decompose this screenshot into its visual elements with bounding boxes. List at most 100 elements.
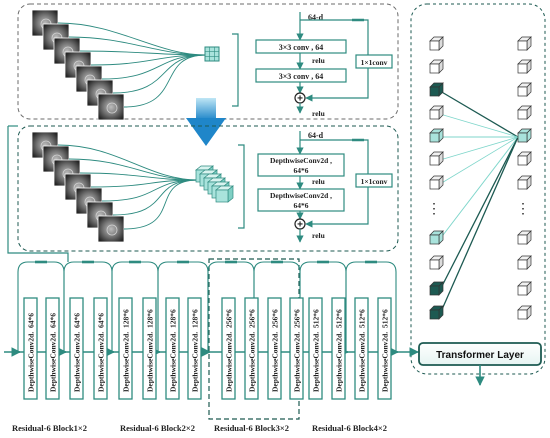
top-add-symbol: + [297, 94, 303, 105]
depthwise-layer-box [45, 297, 60, 400]
token-ellipsis-right: ⋮ [516, 202, 530, 217]
attention-line [439, 136, 519, 161]
depthwise-layer-box [187, 297, 202, 400]
input-slice-image [97, 93, 125, 121]
depthwise-layer-box [267, 297, 282, 400]
fan-line [68, 36, 207, 56]
token-right-cube [517, 109, 528, 120]
mid-relu-out-label: relu [312, 231, 325, 240]
mid-input-label: 64-d [308, 131, 324, 140]
block-label: Residual-6 Block1×2 [12, 423, 87, 433]
attention-line [439, 136, 519, 291]
top-image-stack [31, 9, 125, 121]
fan-line [90, 54, 207, 66]
fan-line [101, 179, 199, 202]
fan-line [90, 179, 199, 188]
depthwise-layer-label: DepthwiseConv2d. 128*6 [146, 309, 155, 392]
fan-line [68, 158, 199, 181]
top-panel-border [17, 3, 399, 120]
token-left-cube [429, 309, 440, 320]
depthwise-layer-label: DepthwiseConv2d. 256*6 [271, 309, 280, 392]
depthwise-layer-label: DepthwiseConv2d. 64*6 [49, 313, 58, 392]
slice-highlight [106, 102, 118, 114]
mid-feature-fan-lines [57, 144, 199, 230]
depthwise-layer-label: DepthwiseConv2d. 128*6 [169, 309, 178, 392]
token-left-cube [429, 109, 440, 120]
slice-highlight [106, 224, 118, 236]
residual-arches [11, 260, 399, 357]
depthwise-layer-box [221, 297, 236, 400]
mid-panel-border [17, 125, 399, 252]
mid-dw1-box [257, 153, 345, 177]
token-left-cube [429, 63, 440, 74]
fan-line [123, 179, 199, 230]
mid-relu1-label: relu [312, 177, 325, 186]
mid-bracket [238, 144, 245, 229]
depthwise-layer-label: DepthwiseConv2d. 512*6 [358, 309, 367, 392]
token-left-cube [429, 179, 440, 190]
depthwise-layer-box [118, 297, 133, 400]
token-left-cube [429, 234, 440, 245]
depthwise-layer-label: DepthwiseConv2d. 256*6 [248, 309, 257, 392]
fan-line [112, 179, 199, 216]
depthwise-layer-label: DepthwiseConv2d. 64*6 [27, 313, 36, 392]
feature-grid-cell [204, 46, 220, 62]
token-right-cube [517, 179, 528, 190]
token-left-cube [429, 132, 440, 143]
top-feature-fan-lines [57, 22, 207, 108]
fan-line [79, 50, 207, 56]
depthwise-layer-box [308, 297, 323, 400]
mid-shortcut-label: 1×1conv [361, 177, 388, 186]
token-left-cube [429, 285, 440, 296]
fan-line [57, 22, 207, 56]
depthwise-layer-box [354, 297, 369, 400]
top-shortcut-label: 1×1conv [361, 58, 388, 67]
fan-line [57, 144, 199, 181]
depthwise-layer-box [377, 297, 392, 400]
input-slice-image [97, 215, 125, 243]
depthwise-layer-label: DepthwiseConv2d. 256*6 [293, 309, 302, 392]
token-left-cube [429, 259, 440, 270]
cube-front [215, 189, 229, 203]
fan-line [79, 172, 199, 181]
depthwise-layer-label: DepthwiseConv2d. 512*6 [381, 309, 390, 392]
depthwise-layer-box [244, 297, 259, 400]
attention-line [439, 136, 519, 240]
token-left-cube [429, 86, 440, 97]
mid-dw1-line1: DepthwiseConv2d , [270, 156, 332, 165]
token-left-cube [429, 155, 440, 166]
fan-line [101, 54, 207, 80]
depthwise-layer-boxes: DepthwiseConv2d. 64*6 DepthwiseConv2d. 64… [23, 297, 392, 400]
token-panel-border [410, 3, 546, 375]
top-feature-map-grid [204, 46, 220, 62]
top-input-label: 64-d [308, 13, 324, 22]
top-conv2-label: 3×3 conv , 64 [279, 72, 324, 81]
depthwise-layer-box [23, 297, 38, 400]
depthwise-layer-label: DepthwiseConv2d. 64*6 [73, 313, 82, 392]
depthwise-layer-label: DepthwiseConv2d. 512*6 [312, 309, 321, 392]
block-label: Residual-6 Block4×2 [312, 423, 387, 433]
backbone-feed-path [7, 126, 69, 262]
mid-dw2-line1: DepthwiseConv2d , [270, 191, 332, 200]
token-right-cube [517, 234, 528, 245]
attention-line [439, 136, 519, 315]
transformer-layer-label: Transformer Layer [436, 350, 524, 361]
token-right-cube [517, 86, 528, 97]
depthwise-layer-box [93, 297, 108, 400]
mid-dw2-box [257, 188, 345, 212]
top-shortcut-box [355, 54, 393, 69]
depthwise-layer-box [331, 297, 346, 400]
depthwise-layer-label: DepthwiseConv2d. 64*6 [97, 313, 106, 392]
depthwise-layer-box [69, 297, 84, 400]
token-right-cube [517, 259, 528, 270]
fan-line [123, 54, 207, 108]
depthwise-layer-label: DepthwiseConv2d. 256*6 [225, 309, 234, 392]
stage-transition-arrow [186, 98, 226, 146]
token-left-cube [429, 40, 440, 51]
mid-dw2-line2: 64*6 [294, 201, 309, 210]
top-bracket [232, 33, 239, 107]
top-conv2-box [255, 68, 347, 83]
